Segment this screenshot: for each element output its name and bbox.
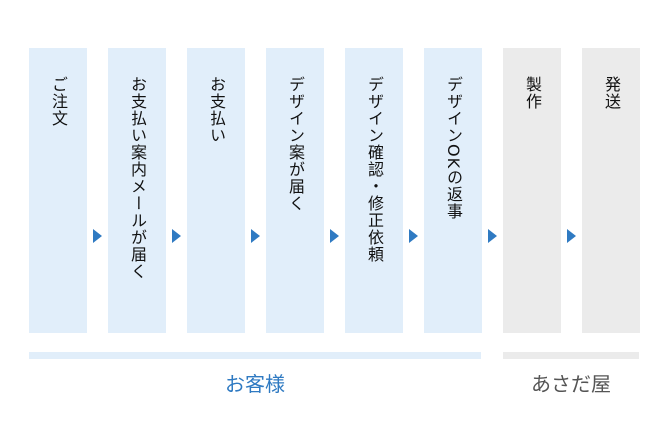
arrow-right-icon <box>409 229 418 243</box>
process-flow: ご注文 お支払い案内メールが届く お支払い デザイン案が届く デザイン確認・修正… <box>29 48 640 333</box>
step-label: 製作 <box>523 76 542 110</box>
step-label: お支払い <box>207 76 226 144</box>
step-label: ご注文 <box>49 76 68 127</box>
arrow-right-icon <box>330 229 339 243</box>
shop-label: あさだ屋 <box>531 372 611 396</box>
step-payment: お支払い <box>187 48 245 333</box>
step-label: 発送 <box>602 76 621 110</box>
step-label: デザイン確認・修正依頼 <box>365 76 384 263</box>
step-label: お支払い案内メールが届く <box>128 76 147 280</box>
shop-bracket-bar <box>503 352 639 359</box>
arrow-right-icon <box>93 229 102 243</box>
step-label: デザイン案が届く <box>286 76 305 212</box>
step-design-review: デザイン確認・修正依頼 <box>345 48 403 333</box>
arrow-right-icon <box>251 229 260 243</box>
customer-label: お客様 <box>225 372 285 396</box>
step-order: ご注文 <box>29 48 87 333</box>
step-design-approval: デザインOKの返事 <box>424 48 482 333</box>
step-design-draft: デザイン案が届く <box>266 48 324 333</box>
arrow-right-icon <box>172 229 181 243</box>
step-shipping: 発送 <box>582 48 640 333</box>
arrow-right-icon <box>488 229 497 243</box>
customer-bracket-bar <box>29 352 481 359</box>
step-label: デザインOKの返事 <box>444 76 463 221</box>
arrow-right-icon <box>567 229 576 243</box>
step-payment-email: お支払い案内メールが届く <box>108 48 166 333</box>
step-production: 製作 <box>503 48 561 333</box>
